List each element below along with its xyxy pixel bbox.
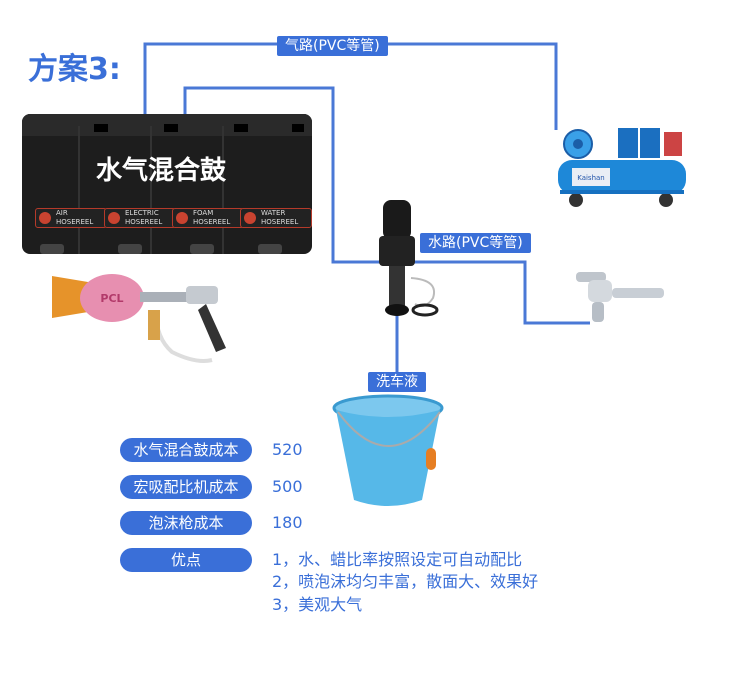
- drum-outlet: [190, 244, 214, 254]
- drum-slot: [292, 124, 304, 132]
- advantage-item: 1，水、蜡比率按照设定可自动配比: [272, 549, 522, 570]
- drum-divider: [222, 126, 224, 254]
- compressor-brand: Kaishan: [577, 174, 605, 182]
- electric-icon: [108, 212, 120, 224]
- cost-label-drum: 水气混合鼓成本: [120, 438, 252, 462]
- foam-icon: [176, 212, 188, 224]
- advantages-label: 优点: [120, 548, 252, 572]
- drum-outlet: [40, 244, 64, 254]
- drum-tag-electric: ELECTRIC HOSEREEL: [104, 208, 176, 228]
- drum-tag-water: WATER HOSEREEL: [240, 208, 312, 228]
- air-icon: [39, 212, 51, 224]
- bottle-label: PCL: [100, 292, 123, 305]
- air-line-label: 气路(PVC等管): [277, 36, 388, 56]
- drum-outlet: [258, 244, 282, 254]
- drum-tag-air: AIR HOSEREEL: [35, 208, 107, 228]
- detergent-label: 洗车液: [368, 372, 426, 392]
- foam-gun: PCL: [36, 268, 246, 380]
- cost-label-foam-gun: 泡沫枪成本: [120, 511, 252, 535]
- advantage-item: 2，喷泡沫均匀丰富，散面大、效果好: [272, 571, 538, 592]
- advantage-item: 3，美观大气: [272, 594, 362, 615]
- drum-outlet: [118, 244, 142, 254]
- drum-divider: [78, 126, 80, 254]
- drum-divider: [150, 126, 152, 254]
- cost-value-drum: 520: [272, 438, 303, 462]
- air-compressor: Kaishan: [548, 118, 698, 210]
- cost-label-proportioner: 宏吸配比机成本: [120, 475, 252, 499]
- bucket: [330, 392, 452, 514]
- drum-slot: [234, 124, 248, 132]
- drum-slot: [94, 124, 108, 132]
- water-icon: [244, 212, 256, 224]
- drum-label: 水气混合鼓: [96, 150, 226, 187]
- cost-value-foam-gun: 180: [272, 511, 303, 535]
- drum-tag-foam: FOAM HOSEREEL: [172, 208, 244, 228]
- drum-slot: [164, 124, 178, 132]
- proportioner: [375, 198, 445, 322]
- faucet: [572, 268, 668, 326]
- cost-value-proportioner: 500: [272, 475, 303, 499]
